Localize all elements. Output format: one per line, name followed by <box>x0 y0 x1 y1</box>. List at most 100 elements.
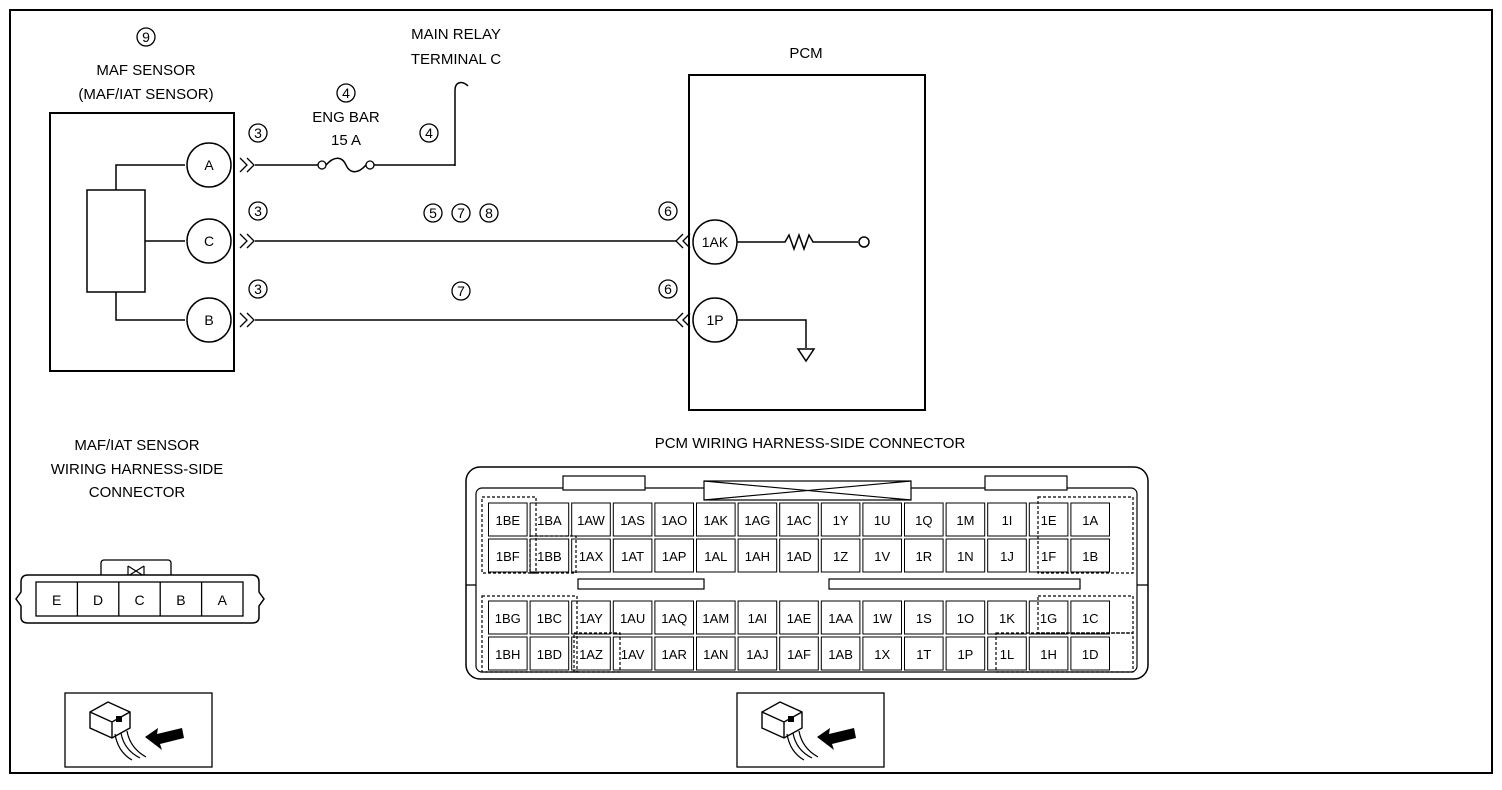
pcm-connector-cell-label: 1T <box>916 647 931 662</box>
pcm-connector-cell <box>987 538 1027 573</box>
pcm-connector-cell <box>779 600 819 635</box>
pcm-connector-cell <box>737 636 778 671</box>
pcm-connector-cell <box>488 600 528 635</box>
pcm-title: PCM <box>789 45 822 62</box>
fuse-rating: 15 A <box>331 132 361 149</box>
pcm-connector-cell-label: 1Z <box>833 549 848 564</box>
pcm-connector-cell <box>862 502 903 537</box>
pcm-connector-cell <box>1028 636 1069 671</box>
pcm-connector-cell <box>862 636 903 671</box>
pcm-connector-cell <box>945 600 986 635</box>
pcm-connector-cell-label: 1R <box>915 549 932 564</box>
pcm-connector-cell <box>1070 538 1111 573</box>
pcm-connector-cell-label: 1AR <box>662 647 687 662</box>
pcm-connector-cell-label: 1Q <box>915 513 932 528</box>
maf-pin-ref-1: 3 <box>254 125 262 141</box>
pcm-connector-cell <box>987 636 1027 671</box>
pcm-connector-cell-label: 1BC <box>537 611 562 626</box>
wire-c-ref-1: 5 <box>429 205 437 221</box>
pcm-connector-cell <box>612 600 653 635</box>
pcm-connector-cell <box>1070 502 1111 537</box>
maf-pin-a-label: A <box>204 157 214 173</box>
pcm-connector-cell-label: 1K <box>999 611 1015 626</box>
pcm-connector-cell-label: 1AQ <box>661 611 687 626</box>
pcm-connector-title: PCM WIRING HARNESS-SIDE CONNECTOR <box>655 435 966 452</box>
maf-connector-cell-5: A <box>218 592 228 608</box>
pcm-connector-cell <box>654 600 695 635</box>
maf-pin-c-label: C <box>204 233 214 249</box>
pcm-connector-cell-label: 1AZ <box>579 647 603 662</box>
pcm-connector-cell <box>820 600 861 635</box>
pcm-connector-cell-label: 1A <box>1082 513 1098 528</box>
fuse-name: ENG BAR <box>312 109 380 126</box>
pcm-connector-cell-label: 1AH <box>745 549 770 564</box>
pcm-connector-cell-label: 1AE <box>787 611 812 626</box>
pcm-connector-cell <box>571 502 611 537</box>
pcm-connector-cell-label: 1G <box>1040 611 1057 626</box>
pcm-connector-cell-label: 1X <box>874 647 890 662</box>
pcm-connector-cell <box>488 538 528 573</box>
maf-connector: MAF/IAT SENSOR WIRING HARNESS-SIDE CONNE… <box>15 437 265 624</box>
pcm-connector-cell <box>820 502 861 537</box>
harness-view-icon <box>64 692 213 768</box>
pcm-connector-cell-label: 1Y <box>833 513 849 528</box>
pcm-connector-cell <box>945 538 986 573</box>
maf-connector-title-3: CONNECTOR <box>89 484 186 501</box>
pcm-connector-cell-label: 1L <box>1000 647 1014 662</box>
pcm-connector-cell-label: 1AV <box>621 647 645 662</box>
pcm-connector-cell-label: 1AU <box>620 611 645 626</box>
wire-b: 7 <box>255 281 676 321</box>
pcm-connector-cell-label: 1D <box>1082 647 1099 662</box>
pcm-connector-cell-label: 1E <box>1041 513 1057 528</box>
maf-sensing-element <box>86 189 146 293</box>
pcm-connector-cell <box>654 502 695 537</box>
pcm-pin-ref-2: 6 <box>664 281 672 297</box>
pcm-connector-cell-label: 1B <box>1082 549 1098 564</box>
pcm-pin-ref-1: 6 <box>664 203 672 219</box>
pcm-connector-cell-label: 1I <box>1002 513 1013 528</box>
pcm-connector-cell-label: 1AD <box>786 549 811 564</box>
relay-line1: MAIN RELAY <box>411 26 501 43</box>
pcm-connector-cell-label: 1BE <box>496 513 521 528</box>
harness-view-icon-2 <box>736 692 885 768</box>
pcm-connector-cell <box>571 600 611 635</box>
pcm-connector-cell <box>862 538 903 573</box>
maf-pin-a <box>186 142 232 188</box>
pcm-connector-cell-label: 1AY <box>579 611 603 626</box>
pcm-connector-cell <box>612 636 653 671</box>
pcm-connector-cell <box>1028 600 1069 635</box>
pcm-connector-cell <box>654 636 695 671</box>
maf-connector-cell-2: D <box>93 592 103 608</box>
pcm-connector-cell-label: 1AK <box>704 513 729 528</box>
pcm-connector-cell-label: 1F <box>1041 549 1056 564</box>
pcm-connector-cell <box>1070 636 1111 671</box>
pcm-connector-cell <box>945 502 986 537</box>
pcm-connector-cell-label: 1BD <box>537 647 562 662</box>
pcm-connector-cell-label: 1AN <box>703 647 728 662</box>
pcm-connector-cell-label: 1AT <box>621 549 644 564</box>
pcm-connector-cell <box>779 538 819 573</box>
pcm-connector-cell <box>945 636 986 671</box>
pcm-connector-cell-label: 1AG <box>744 513 770 528</box>
maf-pin-ref-2: 3 <box>254 203 262 219</box>
pcm-connector-cell <box>529 538 570 573</box>
maf-number: 9 <box>142 29 150 45</box>
maf-connector-title-1: MAF/IAT SENSOR <box>74 437 199 454</box>
maf-connector-cell-3: C <box>134 592 144 608</box>
maf-pin-ref-3: 3 <box>254 281 262 297</box>
pcm-connector-cell-label: 1U <box>874 513 891 528</box>
relay-line2: TERMINAL C <box>411 51 501 68</box>
pcm-connector-cell <box>571 538 611 573</box>
pcm-connector-cell <box>904 538 944 573</box>
fuse-wire-ref: 4 <box>425 125 433 141</box>
pcm-connector-cell <box>696 636 736 671</box>
pcm-connector-cell <box>529 636 570 671</box>
pcm-connector-cell <box>696 538 736 573</box>
pcm-connector-cell <box>904 502 944 537</box>
pcm-connector-cell <box>779 502 819 537</box>
pcm: PCM 6 6 1AK 1P <box>658 45 926 411</box>
pcm-connector-cell-label: 1AF <box>787 647 811 662</box>
pcm-connector-cell-label: 1AA <box>828 611 853 626</box>
